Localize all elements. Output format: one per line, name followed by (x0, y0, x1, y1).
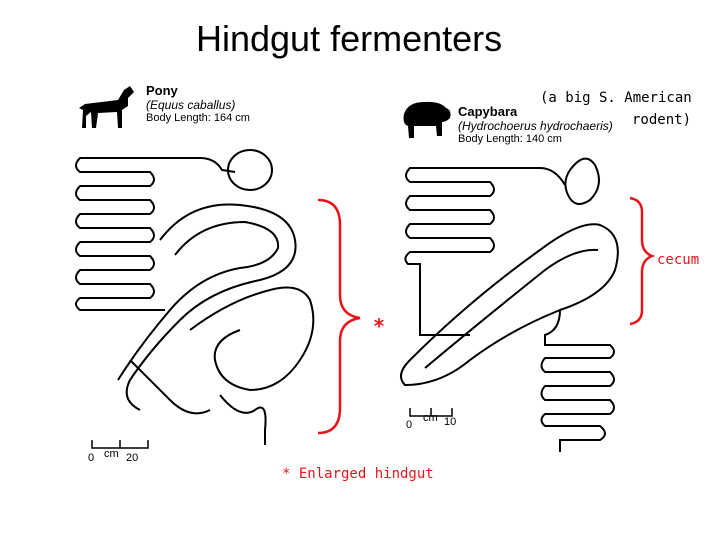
capybara-name: Capybara (458, 104, 518, 119)
capybara-note-line1: (a big S. American (540, 90, 692, 106)
capybara-note-line2: rodent) (632, 112, 692, 128)
capybara-scale-unit: cm (423, 412, 438, 424)
capybara-cecum (400, 223, 619, 387)
capybara-body-length: Body Length: 140 cm (458, 133, 562, 145)
page-title: Hindgut fermenters (196, 18, 503, 59)
pony-hindgut (117, 203, 315, 445)
pony-scale-max: 20 (126, 452, 139, 464)
capybara-stomach (564, 157, 600, 205)
capybara-scientific-name: (Hydrochoerus hydrochaeris) (458, 119, 613, 133)
capybara-label: Capybara (Hydrochoerus hydrochaeris) Bod… (458, 104, 613, 146)
hindgut-asterisk: * (373, 314, 386, 338)
pony-body-length: Body Length: 164 cm (146, 112, 250, 124)
pony-scale-unit: cm (104, 448, 119, 460)
pony-name: Pony (146, 83, 178, 98)
capybara-colon (540, 309, 615, 452)
pony-small-intestine (75, 157, 236, 311)
pony-stomach (227, 149, 273, 191)
pony-scale-bar (91, 440, 149, 449)
cecum-label: cecum (657, 252, 700, 268)
capybara-scale-bar (409, 408, 453, 417)
capybara-scale-max: 10 (444, 416, 457, 428)
pony-scientific-name: (Equus caballus) (146, 98, 236, 112)
capybara-small-intestine (404, 167, 566, 336)
pony-scale-zero: 0 (88, 452, 95, 464)
pony-silhouette-icon (79, 86, 134, 128)
capybara-silhouette-icon (403, 101, 451, 138)
cecum-brace (629, 196, 656, 326)
capybara-scale-zero: 0 (406, 419, 413, 431)
enlarged-hindgut-label: * Enlarged hindgut (282, 466, 434, 482)
pony-label: Pony (Equus caballus) Body Length: 164 c… (146, 83, 250, 125)
hindgut-brace (317, 198, 361, 435)
